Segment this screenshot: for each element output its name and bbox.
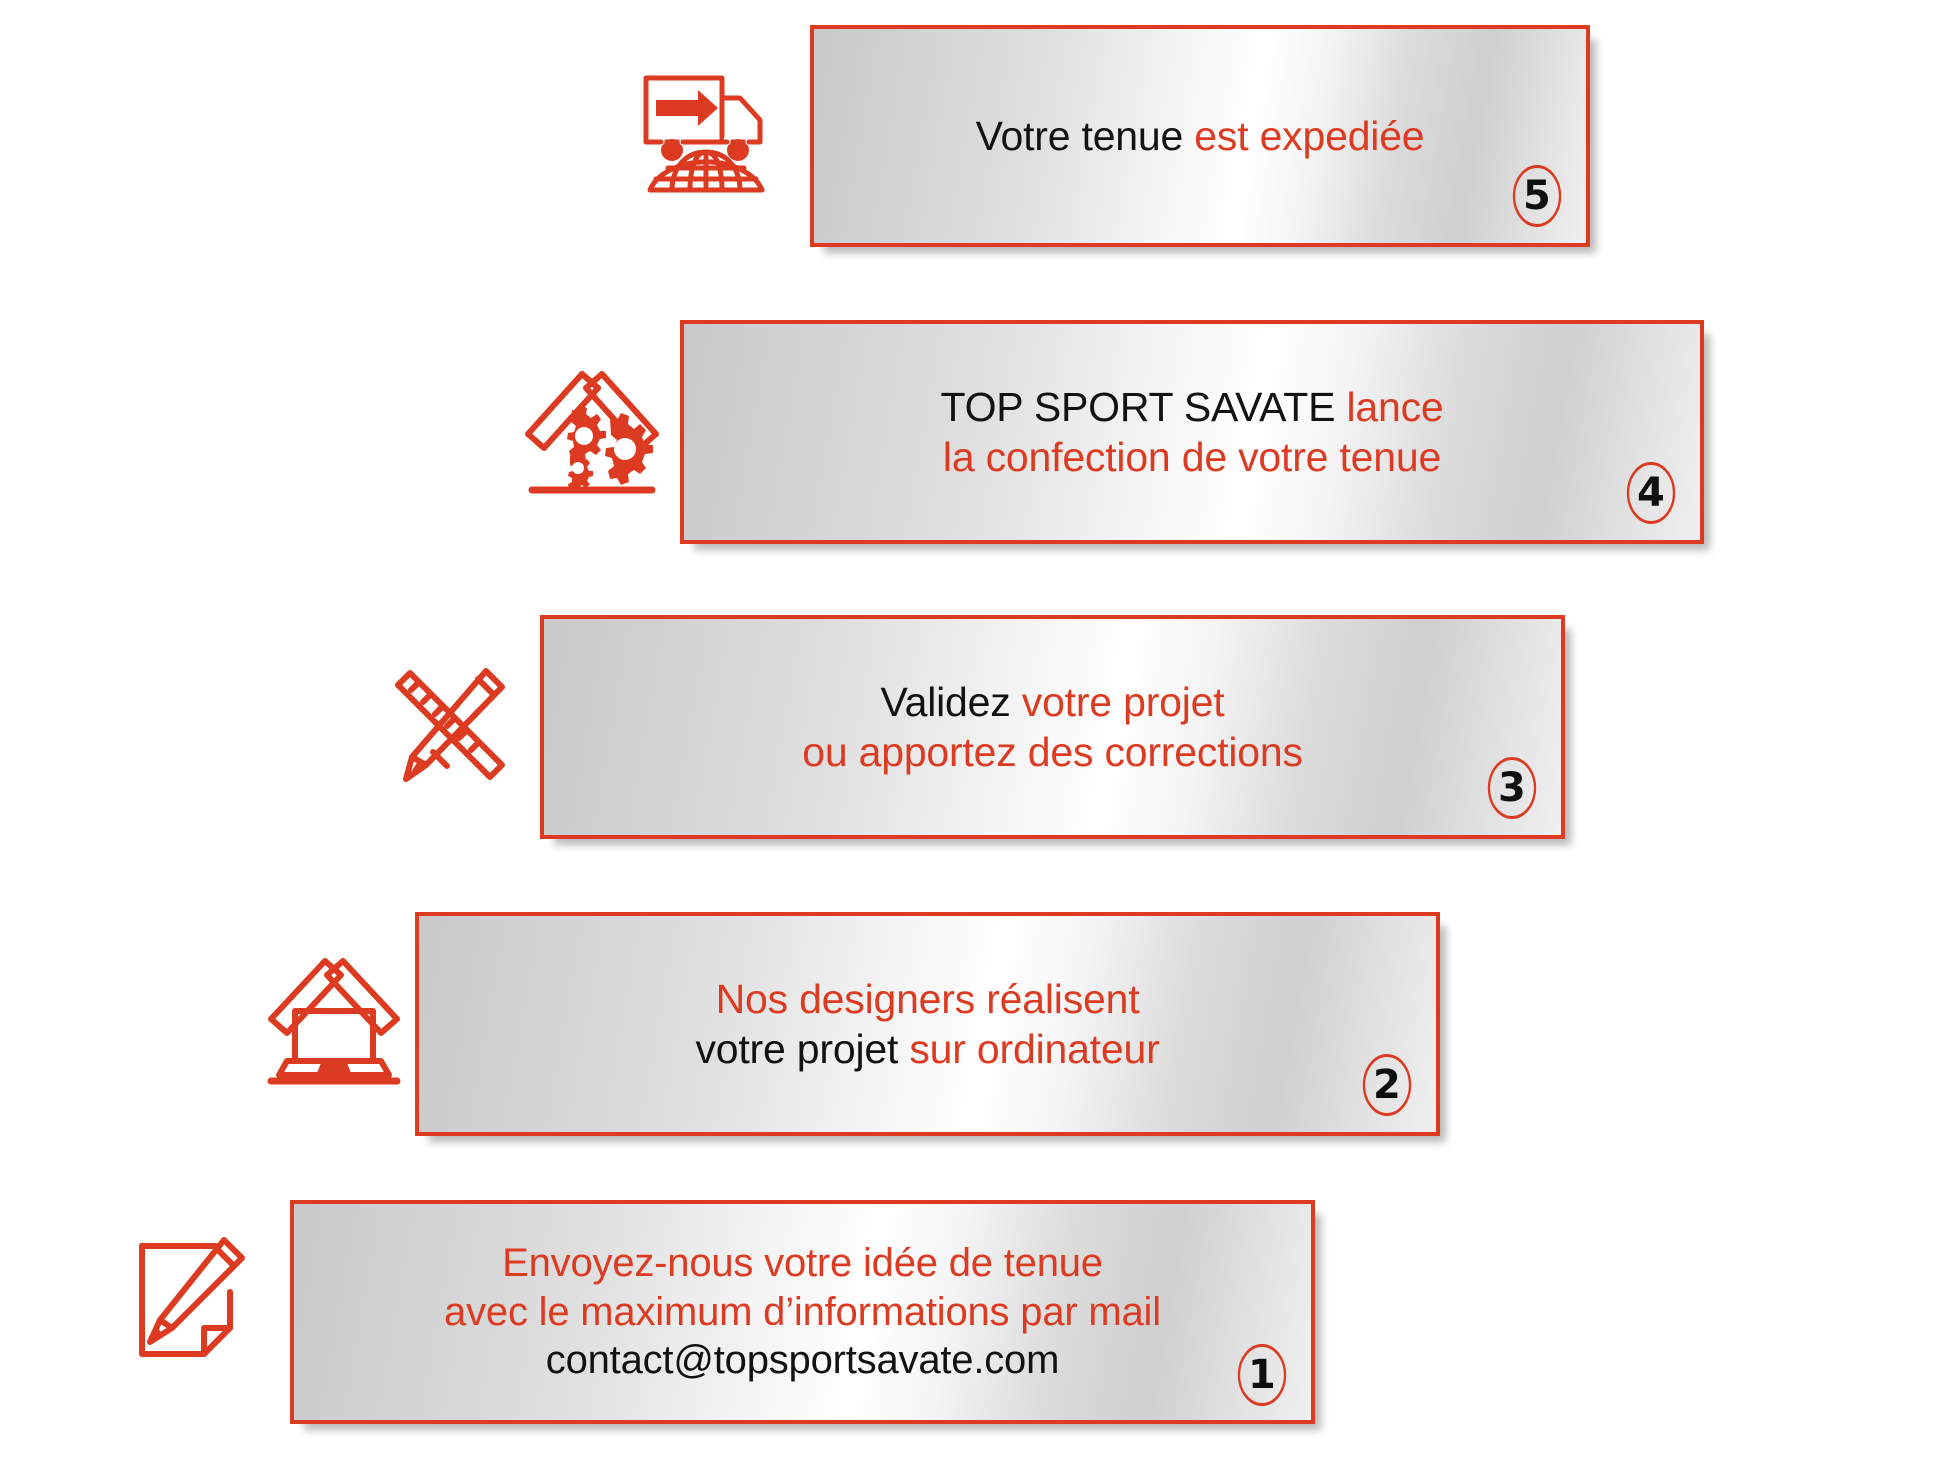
process-step-2: Nos designers réalisent votre projet sur… bbox=[265, 912, 1440, 1136]
step-text-4: TOP SPORT SAVATE lance la confection de … bbox=[940, 382, 1443, 482]
step-text-segment: TOP SPORT SAVATE bbox=[940, 383, 1347, 430]
step-plaque-2: Nos designers réalisent votre projet sur… bbox=[415, 912, 1440, 1136]
step-text-segment: lance bbox=[1346, 383, 1444, 430]
step-text-segment: Nos designers réalisent bbox=[715, 975, 1140, 1022]
step-text-segment: Validez bbox=[880, 678, 1022, 725]
step-number-label: 2 bbox=[1373, 1062, 1401, 1108]
step-plaque-1: Envoyez-nous votre idée de tenue avec le… bbox=[290, 1200, 1315, 1424]
step-number-label: 1 bbox=[1248, 1352, 1276, 1398]
step-text-segment: ou apportez des corrections bbox=[802, 729, 1303, 775]
step-text-1: Envoyez-nous votre idée de tenue avec le… bbox=[444, 1239, 1161, 1385]
step-text-3: Validez votre projet ou apportez des cor… bbox=[802, 677, 1303, 777]
step-number-badge-4: 4 bbox=[1626, 462, 1676, 524]
step-email-text: contact@topsportsavate.com bbox=[545, 1338, 1060, 1383]
step-plaque-3: Validez votre projet ou apportez des cor… bbox=[540, 615, 1565, 839]
step-text-segment: Votre tenue bbox=[975, 112, 1195, 159]
workshop-gears-roof-icon bbox=[522, 352, 662, 497]
process-step-3: Validez votre projet ou apportez des cor… bbox=[378, 615, 1565, 839]
step-text-5: Votre tenue est expediée bbox=[976, 111, 1425, 161]
step-number-badge-2: 2 bbox=[1362, 1054, 1412, 1116]
note-pencil-icon bbox=[130, 1230, 262, 1366]
process-step-4: TOP SPORT SAVATE lance la confection de … bbox=[0, 0, 1946, 560]
step-text-2: Nos designers réalisent votre projet sur… bbox=[695, 974, 1159, 1074]
step-number-badge-3: 3 bbox=[1487, 757, 1537, 819]
ruler-pencil-icon bbox=[378, 655, 518, 797]
step-number-label: 5 bbox=[1523, 173, 1551, 219]
step-text-segment: la confection de votre tenue bbox=[942, 434, 1442, 480]
step-text-segment: votre projet bbox=[695, 1026, 910, 1072]
laptop-roof-icon bbox=[265, 945, 403, 1085]
process-step-5: Votre tenue est expediée 5 bbox=[0, 0, 1946, 260]
step-number-badge-1: 1 bbox=[1237, 1344, 1287, 1406]
step-text-segment: est expediée bbox=[1194, 112, 1425, 159]
step-text-segment: sur ordinateur bbox=[909, 1026, 1160, 1072]
step-text-segment: votre projet bbox=[1021, 678, 1225, 725]
step-text-segment: avec le maximum d’informations par mail bbox=[444, 1289, 1161, 1334]
process-step-1: Envoyez-nous votre idée de tenue avec le… bbox=[130, 1200, 1315, 1424]
step-number-label: 3 bbox=[1498, 765, 1526, 811]
step-text-segment: Envoyez-nous votre idée de tenue bbox=[502, 1240, 1103, 1285]
step-plaque-5: Votre tenue est expediée 5 bbox=[810, 25, 1590, 247]
step-number-label: 4 bbox=[1637, 470, 1665, 516]
step-number-badge-5: 5 bbox=[1512, 165, 1562, 227]
delivery-truck-globe-icon bbox=[636, 66, 776, 194]
step-plaque-4: TOP SPORT SAVATE lance la confection de … bbox=[680, 320, 1704, 544]
